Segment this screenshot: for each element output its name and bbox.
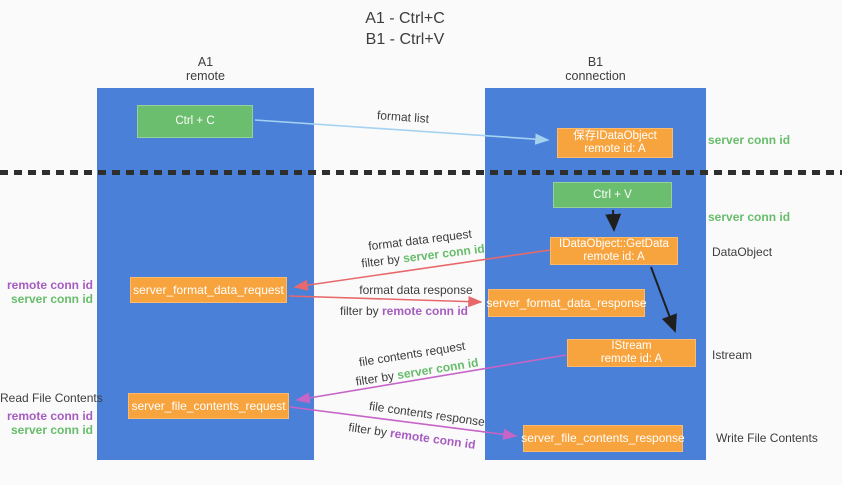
node-getdata-line2: remote id: A — [583, 251, 645, 263]
lane-header-b1: B1 connection — [485, 55, 706, 83]
label-filter-by-remote-conn-id-1: filter by remote conn id — [340, 304, 468, 318]
node-istream: IStream remote id: A — [567, 339, 696, 367]
node-file-request-label: server_file_contents_request — [131, 398, 286, 413]
node-ctrl-v: Ctrl + V — [553, 182, 672, 208]
session-divider-line — [0, 170, 842, 175]
lane-b1-role: connection — [565, 69, 626, 83]
node-save-idataobject-line2: remote id: A — [584, 143, 646, 155]
title-line-2: B1 - Ctrl+V — [365, 31, 445, 48]
label-read-file-contents: Read File Contents — [0, 391, 103, 405]
lane-a1-name: A1 — [197, 55, 214, 69]
remote-conn-id-text: remote conn id — [382, 304, 469, 318]
label-write-file-contents: Write File Contents — [716, 431, 818, 445]
node-server-format-data-response: server_format_data_response — [486, 289, 647, 317]
node-server-file-contents-response: server_file_contents_response — [521, 425, 685, 452]
arrow-format-data-request — [293, 249, 551, 291]
lane-b1-name: B1 — [587, 55, 604, 69]
lane-a1-role: remote — [186, 69, 225, 83]
arrow-file-contents-response — [289, 406, 518, 440]
node-ctrl-c: Ctrl + C — [137, 105, 253, 138]
label-server-conn-id-right-top: server conn id — [708, 133, 791, 147]
node-idataobject-getdata: IDataObject::GetData remote id: A — [550, 237, 678, 265]
node-server-file-contents-request: server_file_contents_request — [128, 393, 289, 419]
label-remote-conn-id-left-bottom: remote conn id — [6, 409, 93, 423]
left-conn-id-stack-top: remote conn id server conn id — [0, 278, 93, 306]
filter-by-text: filter by — [339, 304, 382, 318]
diagram-title: A1 - Ctrl+C B1 - Ctrl+V — [305, 8, 505, 50]
node-istream-line2: remote id: A — [600, 353, 663, 365]
node-istream-line1: IStream — [611, 340, 652, 352]
node-server-format-data-request: server_format_data_request — [130, 277, 287, 303]
label-format-data-response: format data response — [359, 283, 473, 297]
node-getdata-line1: IDataObject::GetData — [559, 238, 669, 250]
lane-header-a1: A1 remote — [97, 55, 314, 83]
label-read-file-contents-wrap: Read File Contents — [0, 391, 103, 405]
title-line-1: A1 - Ctrl+C — [365, 10, 445, 27]
label-istream: Istream — [712, 348, 753, 362]
node-file-response-label: server_file_contents_response — [521, 431, 685, 445]
arrow-file-contents-request — [295, 354, 567, 404]
arrow-getdata-to-istream — [650, 266, 677, 333]
node-save-idataobject-line1: 保存IDataObject — [573, 130, 657, 142]
node-format-request-label: server_format_data_request — [133, 282, 284, 297]
label-server-conn-id-left-top: server conn id — [10, 292, 93, 306]
arrow-format-data-response — [288, 295, 483, 308]
left-conn-id-stack-bottom: remote conn id server conn id — [0, 409, 93, 437]
node-save-idataobject: 保存IDataObject remote id: A — [557, 128, 673, 158]
label-dataobject: DataObject — [712, 245, 773, 259]
arrow-format-list — [254, 119, 550, 145]
node-ctrl-v-label: Ctrl + V — [593, 188, 632, 201]
label-server-conn-id-right-mid: server conn id — [708, 210, 791, 224]
arrow-ctrlv-to-getdata — [605, 209, 622, 232]
label-remote-conn-id-left-top: remote conn id — [6, 278, 93, 292]
node-format-response-label: server_format_data_response — [486, 295, 647, 310]
node-ctrl-c-label: Ctrl + C — [175, 115, 215, 127]
label-server-conn-id-left-bottom: server conn id — [10, 423, 93, 437]
